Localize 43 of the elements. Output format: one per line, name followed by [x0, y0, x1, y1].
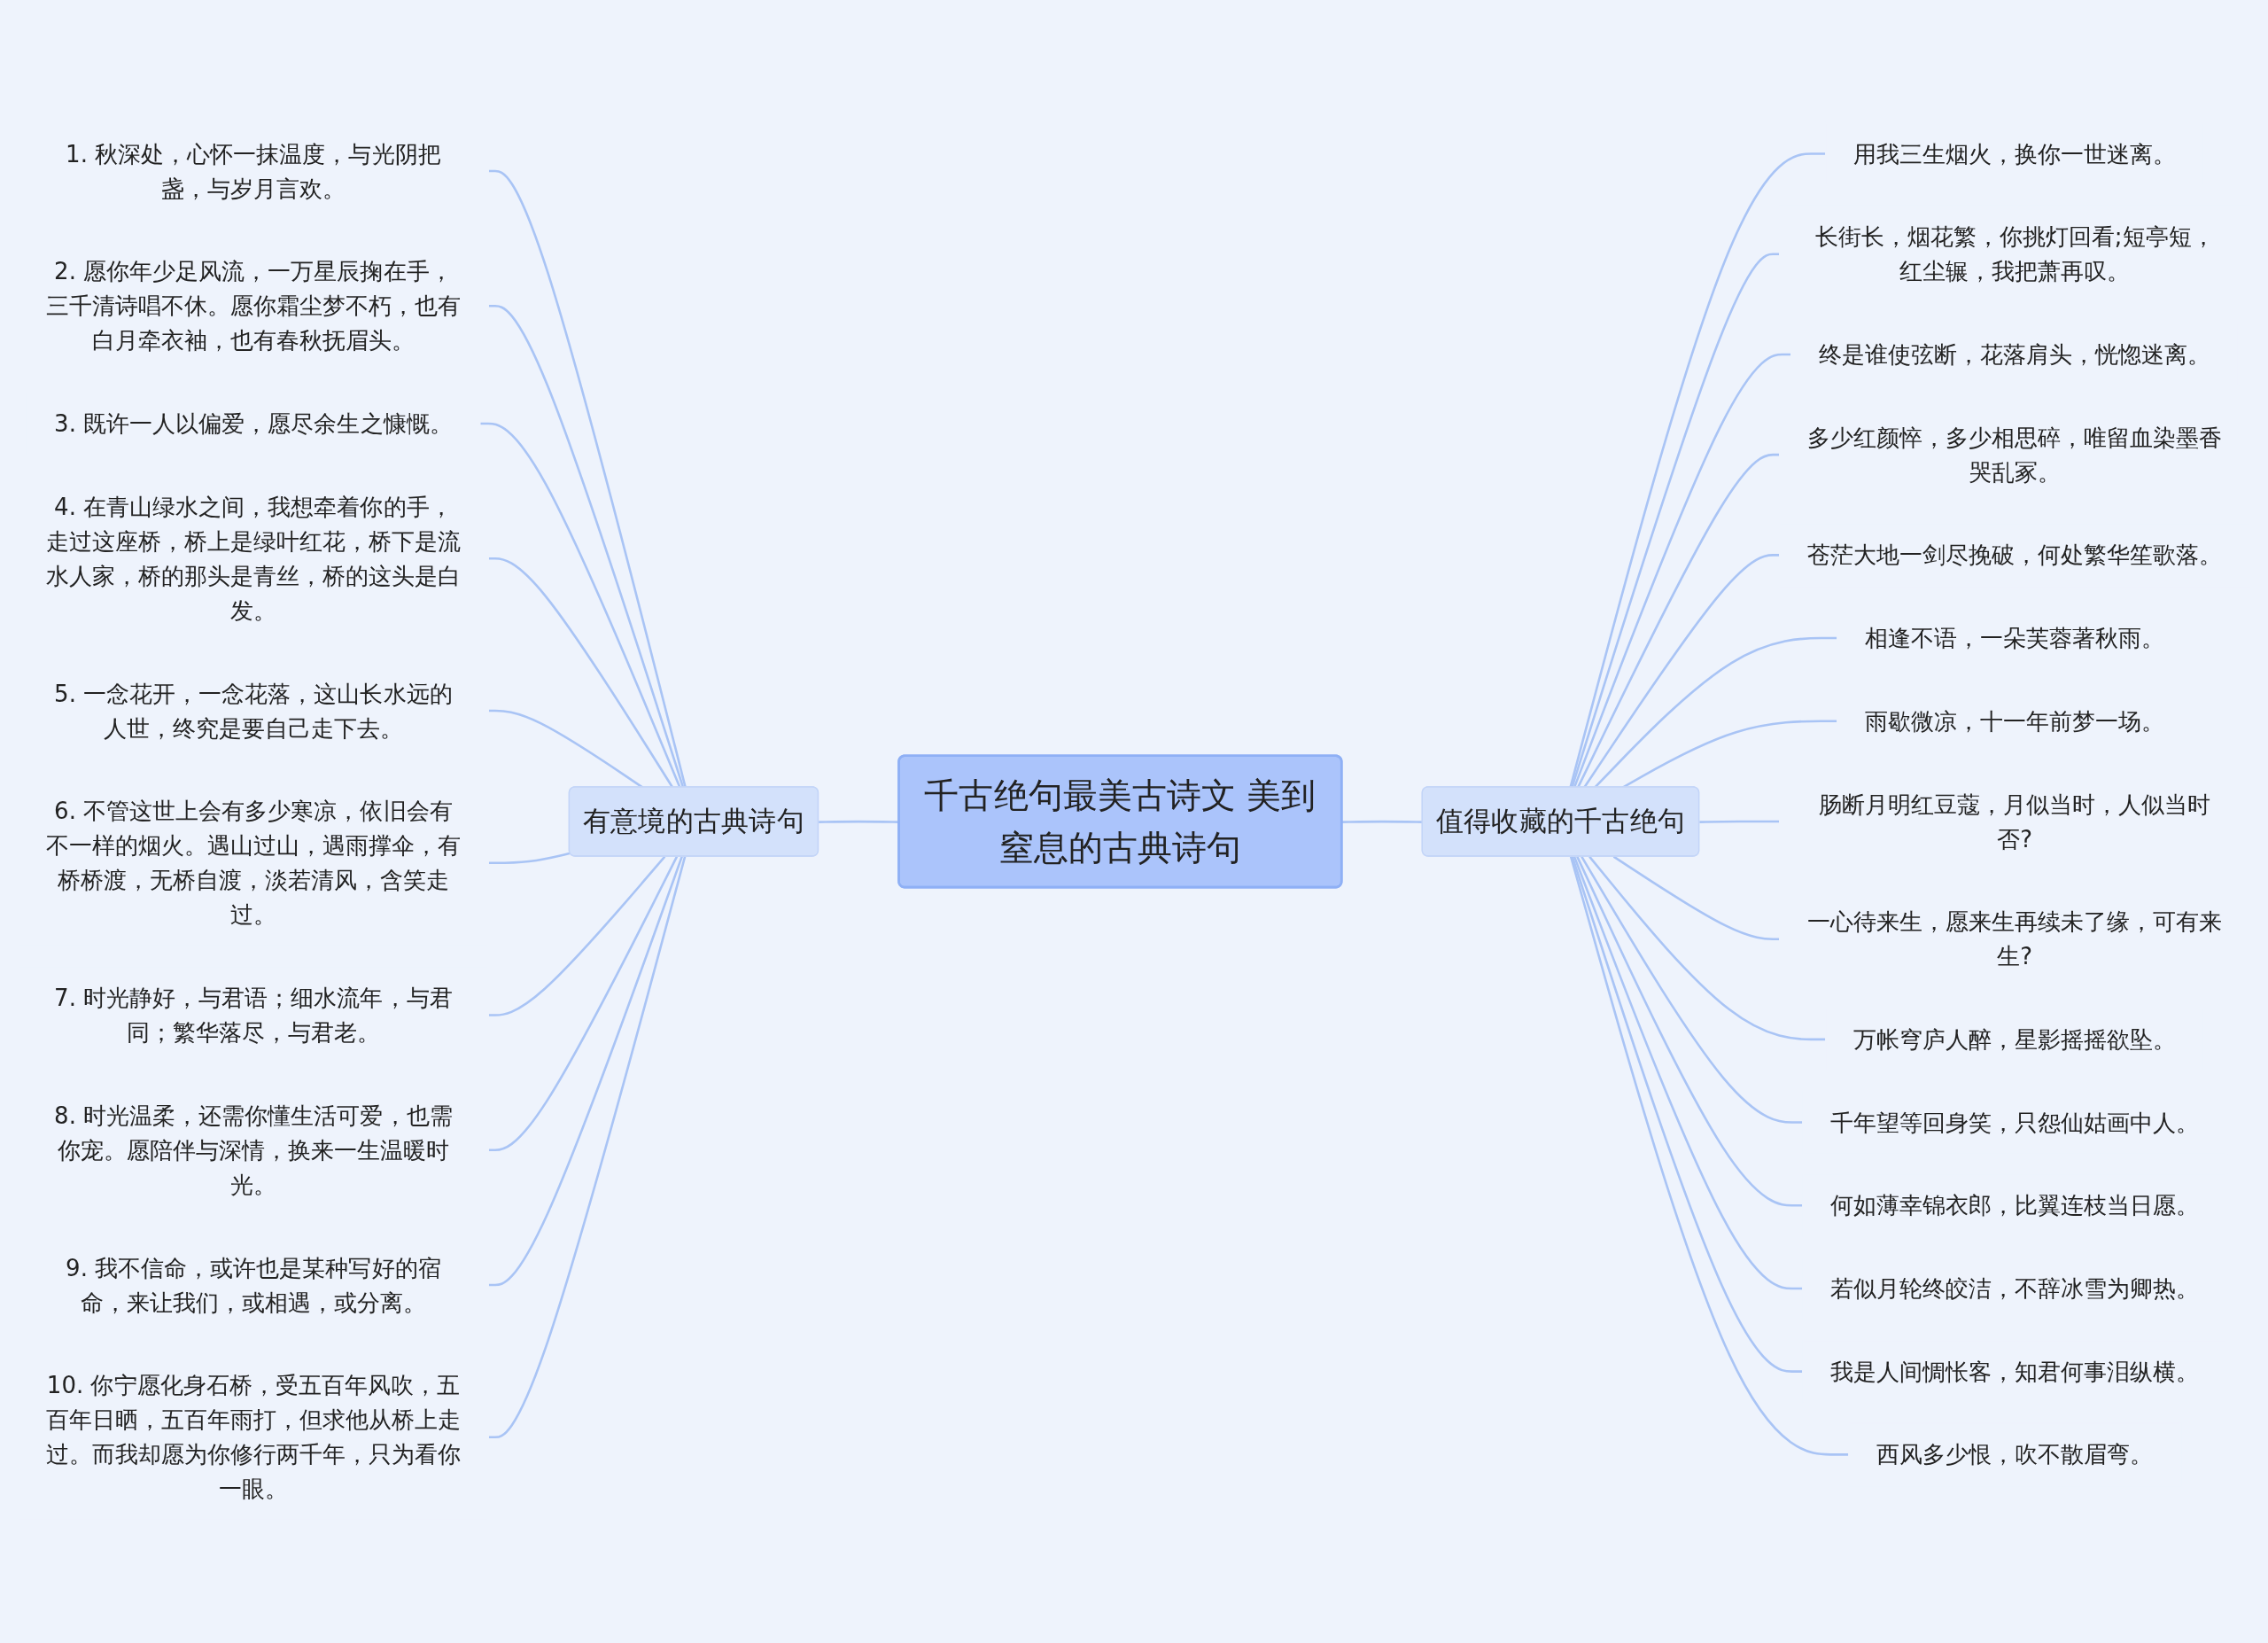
node-text: 相逢不语，一朵芙蓉著秋雨。 [1864, 624, 2165, 652]
node-text: 6. 不管这世上会有多少寒凉，依旧会有不一样的烟火。遇山过山，遇雨撑伞，有桥桥渡，无桥自渡，淡若清风，含笑走过。 [45, 797, 462, 930]
node-text: 西风多少恨，吹不散眉弯。 [1876, 1440, 2154, 1468]
node-text: 3. 既许一人以偏爱，愿尽余生之慷慨。 [54, 409, 453, 438]
connector [488, 856, 679, 1152]
connector [488, 855, 666, 1016]
connector [1571, 253, 1780, 788]
node-text: 千年望等回身笑，只怨仙姑画中人。 [1829, 1109, 2200, 1137]
connector [488, 856, 687, 1439]
node-text: 9. 我不信命，或许也是某种写好的宿命，来让我们，或相遇，或分离。 [66, 1253, 441, 1317]
connector [1571, 856, 1803, 1373]
connector [1588, 855, 1826, 1041]
node-text: 我是人间惆怅客，知君何事泪纵横。 [1829, 1358, 2200, 1386]
node-text: 一心待来生，愿来生再续未了缘，可有来生? [1806, 907, 2223, 970]
node-text: 1. 秋深处，心怀一抹温度，与光阴把盏，与岁月言欢。 [66, 139, 441, 203]
connector [1341, 820, 1423, 823]
connector [1612, 855, 1780, 941]
node-text: 10. 你宁愿化身石桥，受五百年风吹，五百年日晒，五百年雨打，但求他从桥上走过。而我却愿为你修行两千年，只为看你一眼。 [45, 1371, 462, 1504]
connector [488, 856, 683, 1287]
node-text: 万帐穹庐人醉，星影摇摇欲坠。 [1852, 1025, 2177, 1054]
connector [1699, 820, 1780, 823]
node-text: 何如薄幸锦衣郎，比翼连枝当日愿。 [1829, 1191, 2200, 1219]
node-text: 肠断月明红豆蔻，月似当时，人似当时否? [1818, 790, 2211, 853]
connector [1573, 856, 1803, 1290]
connector [1569, 856, 1849, 1456]
node-text: 7. 时光静好，与君语；细水流年，与君同；繁华落尽，与君老。 [54, 984, 453, 1047]
node-text: 长街长，烟花繁，你挑灯回看;短亭短，红尘辗，我把萧再叹。 [1814, 222, 2215, 285]
connector [1581, 856, 1803, 1124]
connector [488, 305, 685, 788]
node-text: 苍茫大地一剑尽挽破，何处繁华笙歌落。 [1806, 541, 2223, 570]
connector [488, 852, 571, 865]
node-text: 5. 一念花开，一念花落，这山长水远的人世，终究是要自己走下去。 [54, 679, 453, 743]
connector [488, 169, 687, 788]
node-text: 终是谁使弦断，花落肩头，恍惚迷离。 [1818, 340, 2211, 369]
node-text: 多少红颜悴，多少相思碎，唯留血染墨香哭乱冢。 [1806, 424, 2223, 487]
node-text: 4. 在青山绿水之间，我想牵着你的手，走过这座桥，桥上是绿叶红花，桥下是流水人家，桥的那头是青丝，桥的这头是白发。 [45, 493, 462, 625]
connector [1569, 152, 1826, 788]
node-text: 8. 时光温柔，还需你懂生活可爱，也需你宠。愿陪伴与深情，换来一生温暖时光。 [54, 1102, 453, 1199]
node-text: 2. 愿你年少足风流，一万星辰掬在手，三千清诗唱不休。愿你霜尘梦不朽，也有白月牵衣袖，也有春秋抚眉头。 [45, 257, 462, 354]
connector [1576, 856, 1803, 1207]
node-text: 用我三生烟火，换你一世迷离。 [1852, 139, 2177, 168]
node-text: 雨歇微凉，十一年前梦一场。 [1864, 707, 2165, 736]
node-text: 若似月轮终皎洁，不辞冰雪为卿热。 [1829, 1274, 2200, 1303]
